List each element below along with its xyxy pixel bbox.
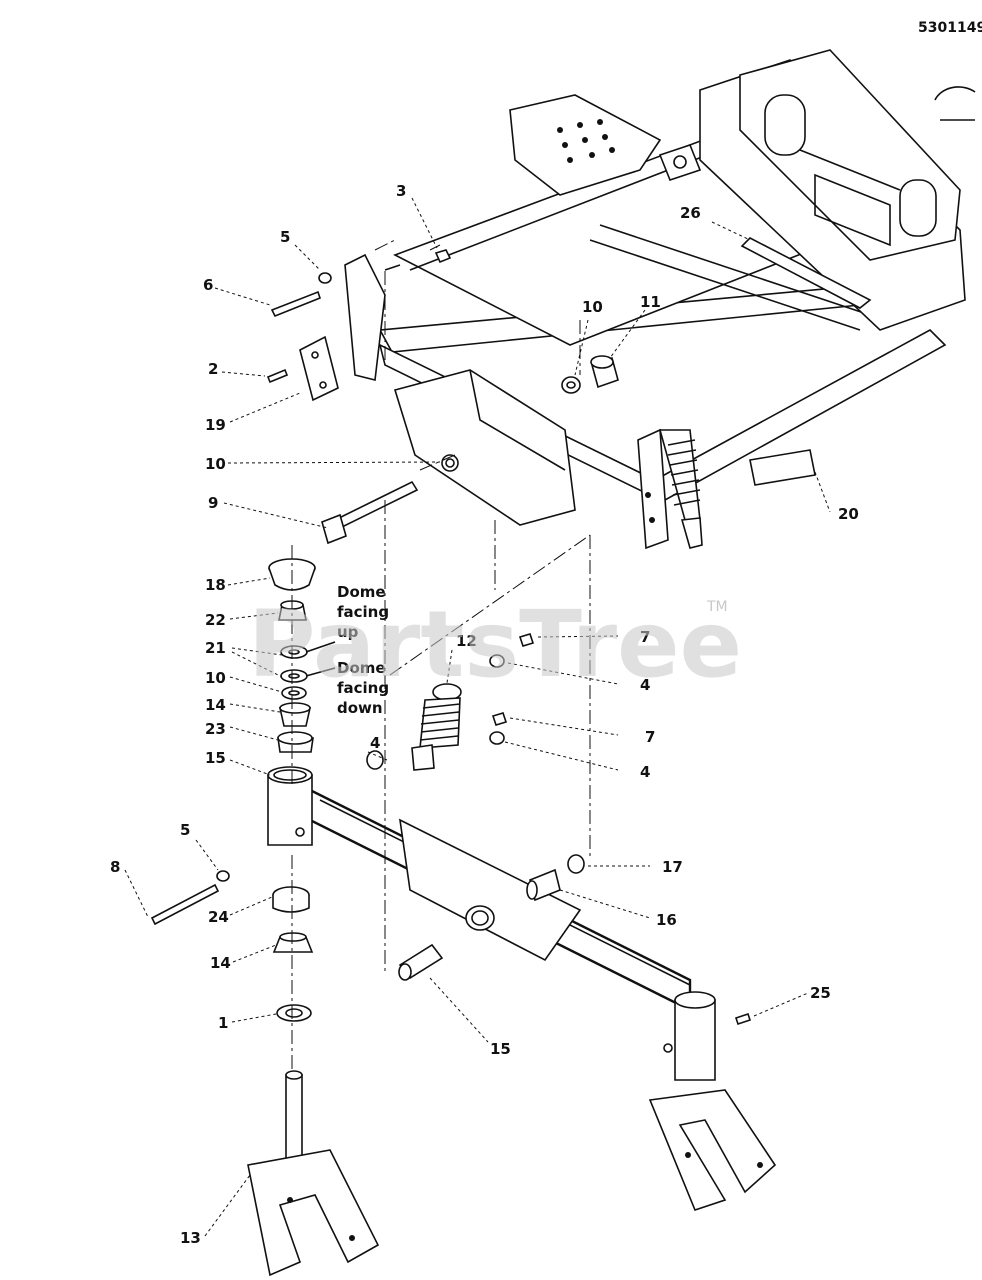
leader-lines <box>124 197 831 1237</box>
svg-text:facing: facing <box>337 679 389 697</box>
callout-26: 26 <box>680 204 701 222</box>
callout-18: 17 <box>662 858 683 876</box>
callout-21: 20 <box>838 505 859 523</box>
right-spindle-fork <box>648 1089 777 1211</box>
callout-8: 8 <box>110 858 120 876</box>
callout-24-bottom: 24 <box>208 908 229 926</box>
callout-5-top: 5 <box>280 228 290 246</box>
callout-7-lower: 7 <box>645 728 655 746</box>
callout-22: 21 <box>205 639 226 657</box>
callout-6: 6 <box>203 276 213 294</box>
callout-4-left: 4 <box>370 734 380 752</box>
callout-1: 1 <box>218 1014 228 1032</box>
dome-up-note: Dome facing up <box>305 583 389 653</box>
callout-23: 22 <box>205 611 226 629</box>
callout-2: 2 <box>208 360 218 378</box>
callout-7-top: 7 <box>640 628 650 646</box>
svg-text:Dome: Dome <box>337 583 386 601</box>
dome-down-note: Dome facing down <box>305 659 389 717</box>
svg-text:facing: facing <box>337 603 389 621</box>
callout-17: 16 <box>656 911 677 929</box>
callout-24-top: 23 <box>205 720 226 738</box>
svg-text:Dome: Dome <box>337 659 386 677</box>
callout-10-frame: 10 <box>205 455 226 473</box>
callout-11: 11 <box>640 293 661 311</box>
svg-text:up: up <box>337 623 359 641</box>
callout-13: 13 <box>180 1229 201 1247</box>
front-axle <box>267 766 716 1081</box>
callout-16: 15 <box>490 1040 511 1058</box>
mower-frame <box>344 49 976 550</box>
callout-25: 25 <box>810 984 831 1002</box>
callout-19: 18 <box>205 576 226 594</box>
callout-10-stack: 10 <box>205 669 226 687</box>
callout-labels: 3 5 6 2 19 10 9 18 22 21 10 14 23 15 4 5… <box>110 182 859 1247</box>
callout-10-top: 10 <box>582 298 603 316</box>
callout-4-upper: 4 <box>640 676 650 694</box>
callout-4-lower: 4 <box>640 763 650 781</box>
rear-shock-absorber <box>658 429 703 549</box>
svg-text:PartsTree: PartsTree <box>248 591 742 698</box>
callout-12: 12 <box>456 632 477 650</box>
callout-15: 15 <box>205 749 226 767</box>
callout-3: 3 <box>396 182 406 200</box>
callout-9: 9 <box>208 494 218 512</box>
callout-20: 19 <box>205 416 226 434</box>
hardware-parts <box>150 249 752 1026</box>
front-shock-absorber <box>411 683 462 771</box>
callout-14-top: 14 <box>205 696 226 714</box>
document-number: 5301149 <box>918 20 982 36</box>
callout-5-bottom: 5 <box>180 821 190 839</box>
svg-text:down: down <box>337 699 383 717</box>
left-spindle-fork <box>247 1070 380 1277</box>
svg-text:TM: TM <box>706 599 728 615</box>
partstree-watermark: PartsTree TM <box>248 591 742 698</box>
assembly-lines <box>291 239 591 1070</box>
callout-14-bottom: 14 <box>210 954 231 972</box>
